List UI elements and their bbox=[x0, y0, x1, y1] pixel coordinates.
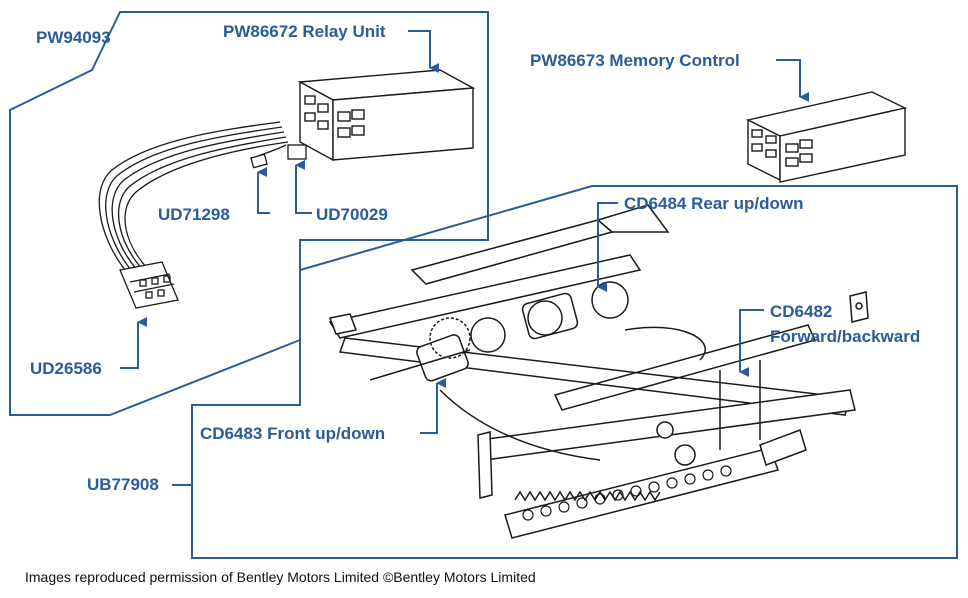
label-ud26586: UD26586 bbox=[30, 359, 102, 378]
leader-lines bbox=[120, 30, 809, 434]
label-ud71298: UD71298 bbox=[158, 205, 230, 224]
seat-mechanism-drawing bbox=[328, 204, 869, 539]
label-cd6482-forward-backward: Forward/backward bbox=[770, 327, 921, 346]
wiring-harness-drawing bbox=[98, 121, 307, 309]
label-ub77908: UB77908 bbox=[87, 475, 159, 494]
label-ud70029: UD70029 bbox=[316, 205, 388, 224]
label-cd6482: CD6482 bbox=[770, 302, 833, 321]
label-pw94093: PW94093 bbox=[36, 28, 111, 47]
label-cd6483-front-up-down: CD6483 Front up/down bbox=[200, 424, 386, 443]
memory-control-drawing bbox=[745, 91, 908, 183]
label-pw86673-memory-control: PW86673 Memory Control bbox=[530, 51, 740, 70]
copyright-credit: Images reproduced permission of Bentley … bbox=[25, 569, 536, 585]
seat-frame-outline bbox=[191, 185, 958, 559]
relay-unit-drawing bbox=[297, 69, 476, 162]
label-cd6484-rear-up-down: CD6484 Rear up/down bbox=[624, 194, 804, 213]
label-pw86672-relay-unit: PW86672 Relay Unit bbox=[223, 22, 386, 41]
